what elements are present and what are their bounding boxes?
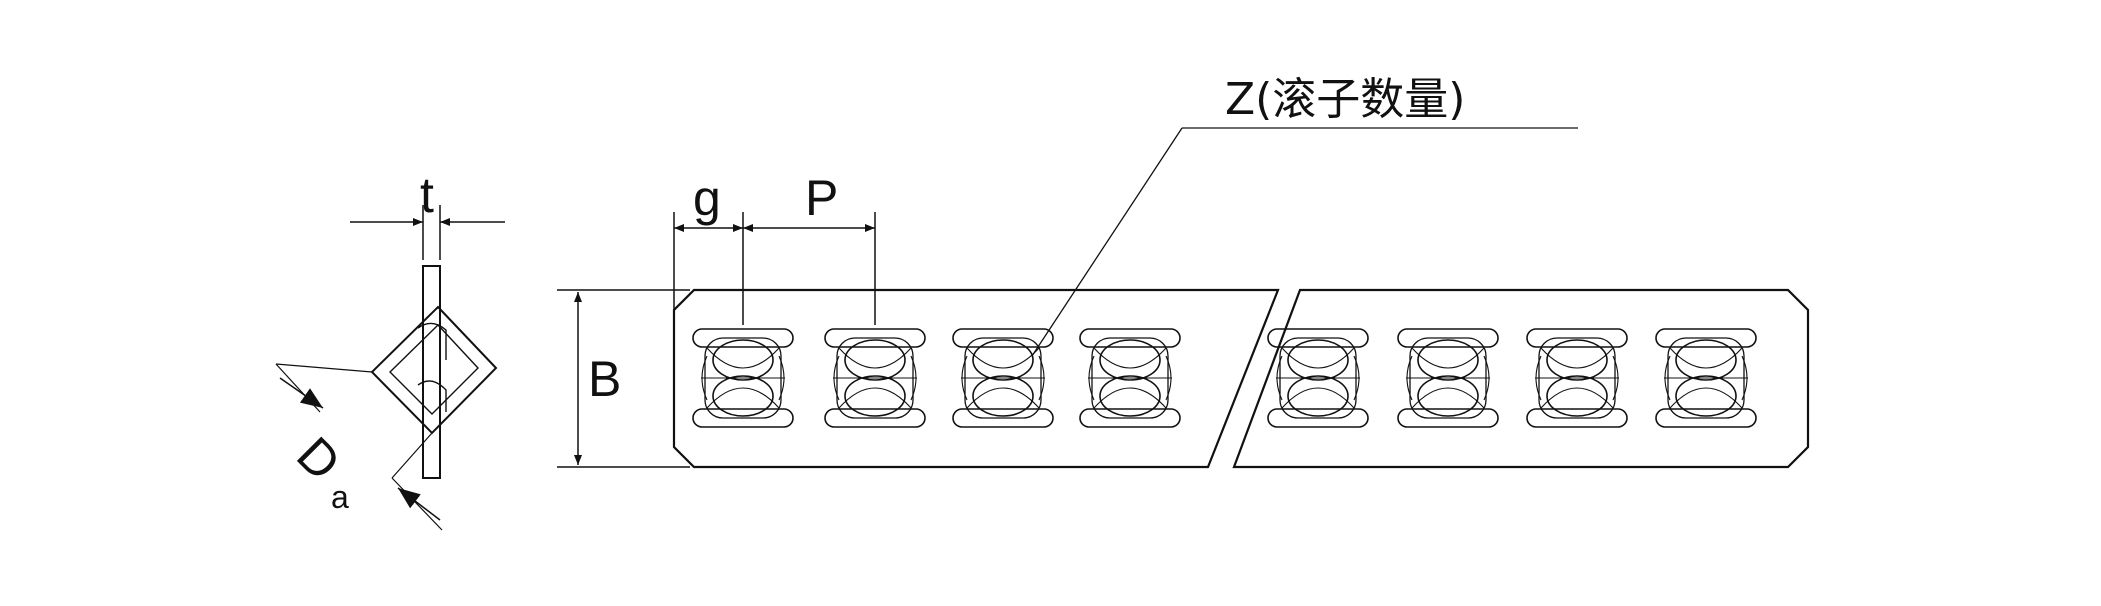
diameter-subscript: a bbox=[331, 479, 349, 515]
width-dimension bbox=[557, 289, 690, 468]
roller-cage bbox=[1267, 328, 1369, 428]
roller bbox=[1675, 375, 1737, 417]
gap-label: g bbox=[693, 170, 721, 226]
roller-cage bbox=[952, 328, 1054, 428]
roller-cage bbox=[692, 328, 794, 428]
roller-cage bbox=[1079, 328, 1181, 428]
cross-section-view bbox=[275, 265, 498, 531]
roller-count-label: Z(滚子数量) bbox=[1225, 74, 1465, 125]
width-label: B bbox=[588, 351, 621, 407]
roller-section bbox=[370, 305, 498, 435]
roller bbox=[844, 339, 906, 381]
roller bbox=[972, 339, 1034, 381]
roller bbox=[1546, 375, 1608, 417]
roller bbox=[972, 375, 1034, 417]
roller bbox=[712, 339, 774, 381]
diameter-dimension bbox=[279, 377, 441, 521]
roller bbox=[1099, 375, 1161, 417]
roller bbox=[1417, 375, 1479, 417]
thickness-dimension bbox=[350, 205, 505, 260]
roller-section-inner bbox=[389, 323, 479, 415]
thickness-label: t bbox=[420, 167, 434, 223]
cage-strip-section bbox=[422, 265, 441, 479]
roller-cage bbox=[824, 328, 926, 428]
roller bbox=[1099, 339, 1161, 381]
roller bbox=[712, 375, 774, 417]
strip-right-segment bbox=[1232, 288, 1810, 469]
roller bbox=[844, 375, 906, 417]
roller-cage bbox=[1655, 328, 1757, 428]
roller-cage bbox=[1397, 328, 1499, 428]
roller bbox=[1417, 339, 1479, 381]
roller-cage bbox=[1526, 328, 1628, 428]
pitch-label: P bbox=[805, 170, 838, 226]
roller bbox=[1287, 339, 1349, 381]
gap-pitch-dimension bbox=[673, 212, 876, 325]
roller bbox=[1546, 339, 1608, 381]
roller-count-leader bbox=[1031, 127, 1578, 357]
roller bbox=[1675, 339, 1737, 381]
roller-cages bbox=[692, 328, 1757, 428]
roller bbox=[1287, 375, 1349, 417]
